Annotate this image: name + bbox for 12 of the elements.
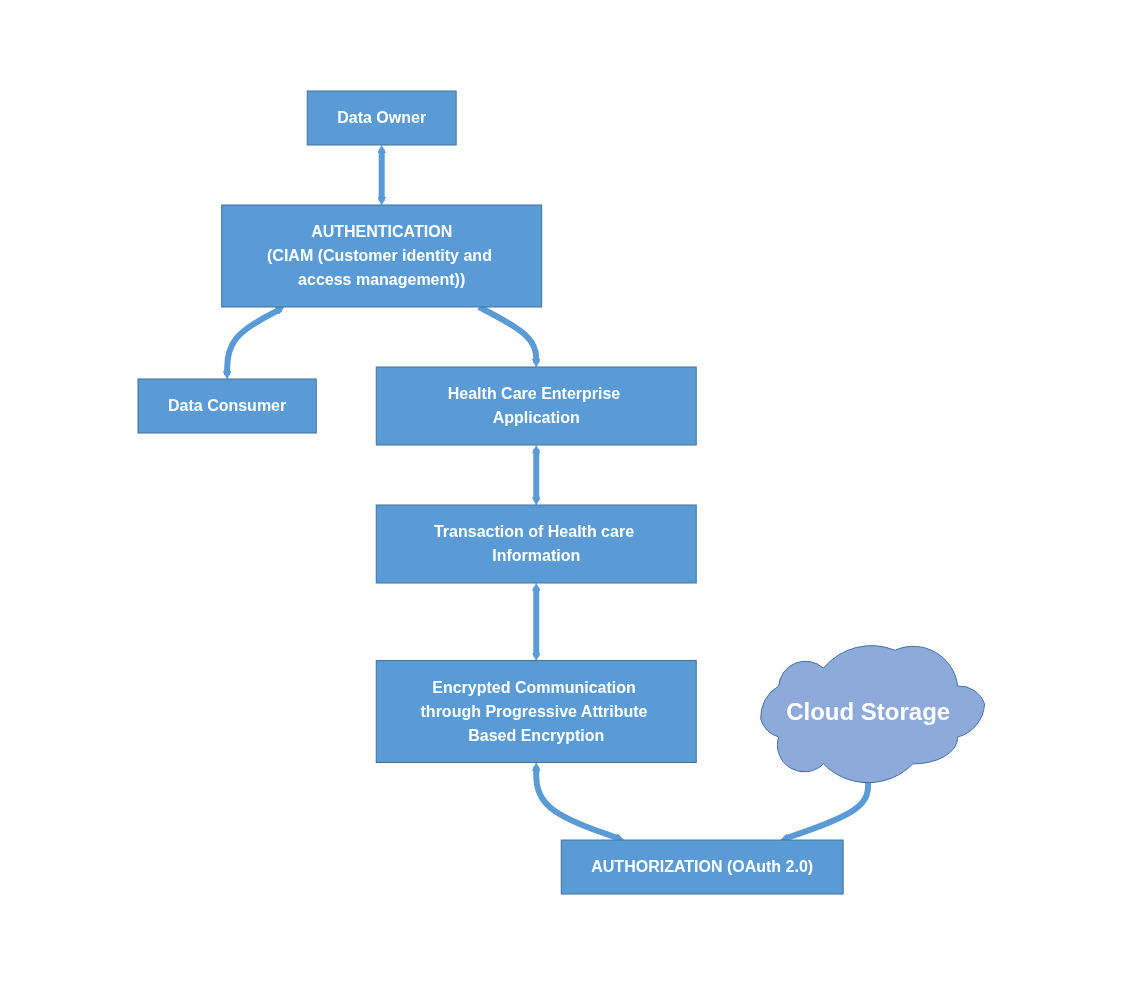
node-box: Data Owner xyxy=(306,90,457,146)
node-box: Encrypted Communication through Progressive Attribute Based Encryption xyxy=(376,660,697,763)
node-box: AUTHORIZATION (OAuth 2.0) xyxy=(561,839,844,895)
node-box: Transaction of Health care Information xyxy=(376,504,697,584)
node-box: AUTHENTICATION (CIAM (Customer identity and access management)) xyxy=(221,204,543,308)
node-box: Health Care Enterprise Application xyxy=(376,366,697,446)
arrow xyxy=(377,145,387,206)
node-box: Data Consumer xyxy=(137,378,317,434)
arrow xyxy=(222,306,285,380)
arrow xyxy=(532,445,541,506)
arrow xyxy=(532,762,625,842)
arrow xyxy=(532,583,541,661)
